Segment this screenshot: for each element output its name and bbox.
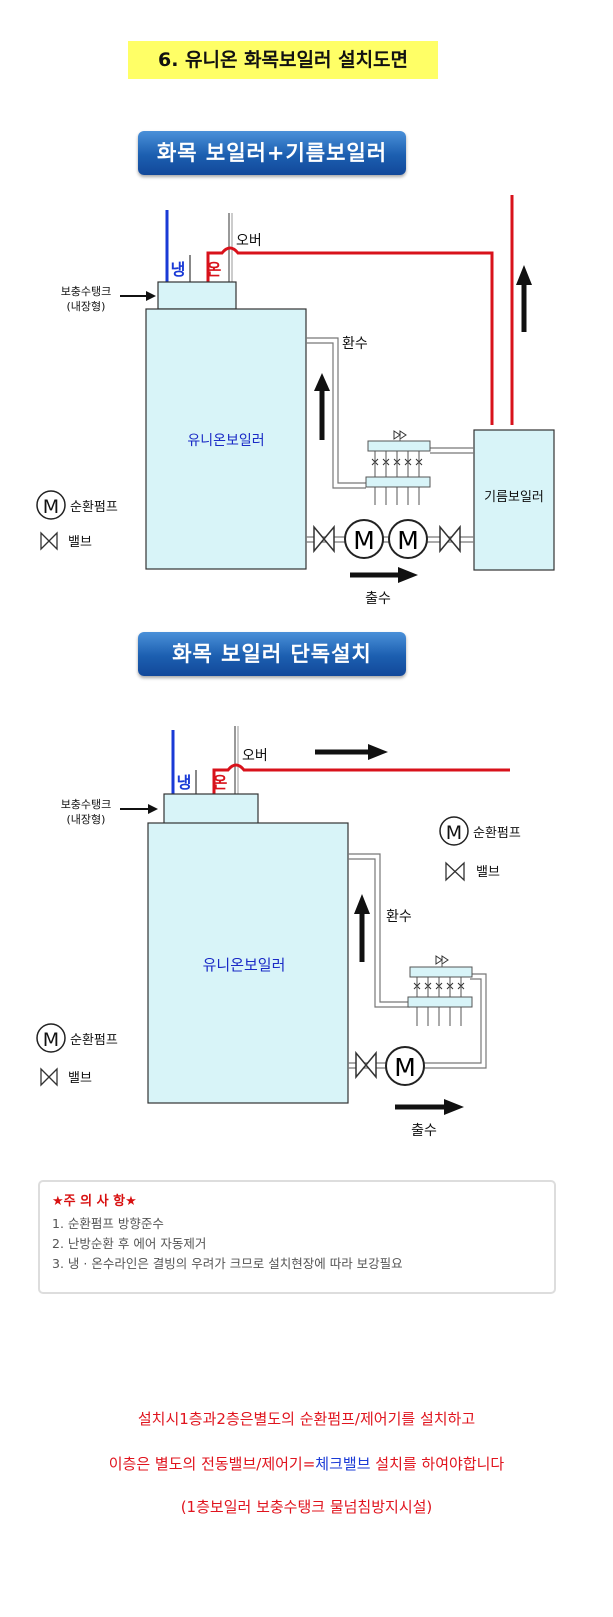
s2-cold-label: 냉 — [177, 773, 192, 792]
svg-text:순환펌프: 순환펌프 — [70, 1033, 118, 1048]
footer-check-valve: 체크밸브 — [315, 1455, 371, 1473]
section1-banner: 화목 보일러+기름보일러 — [138, 131, 406, 175]
s1-oil-boiler — [473, 429, 555, 571]
s2-hot-label: 온 — [213, 773, 228, 792]
svg-text:M: M — [394, 1053, 416, 1082]
s2-outflow-arrow — [395, 1099, 464, 1115]
s2-pump: M — [385, 1046, 425, 1086]
s2-boiler-label: 유니온보일러 — [203, 956, 286, 974]
svg-text:M: M — [353, 526, 375, 555]
s1-legend-valve: 밸브 — [40, 531, 92, 551]
s1-oil-up-arrow — [516, 265, 532, 332]
footer-line-2: 이층은 별도의 전동밸브/제어기=체크밸브 설치를 하여야합니다 — [0, 1453, 613, 1474]
s2-manifold — [407, 955, 473, 1026]
s2-legend-right-pump: M 순환펌프 — [439, 816, 521, 846]
s2-tank-label-sub: (내장형) — [67, 813, 106, 826]
s1-return-arrow — [314, 373, 330, 440]
s2-legend-left-valve: 밸브 — [40, 1067, 92, 1087]
s1-pump-1: M — [344, 519, 384, 559]
s1-outflow-label: 출수 — [365, 591, 391, 607]
s2-tank — [163, 793, 259, 825]
svg-text:M: M — [43, 496, 59, 518]
s2-return-pipe — [348, 853, 487, 1069]
s1-over-label: 오버 — [236, 233, 262, 249]
footer-line-1: 설치시1층과2층은별도의 순환펌프/제어기를 설치하고 — [137, 1410, 476, 1428]
s2-tank-label: 보충수탱크 — [61, 798, 112, 811]
s2-top-arrow — [315, 744, 388, 760]
svg-text:밸브: 밸브 — [476, 865, 500, 880]
notes-item: 3. 냉 · 온수라인은 결빙의 우려가 크므로 설치현장에 따라 보강필요 — [52, 1256, 403, 1271]
section1-diagram: M M 냉 온 오버 보충수탱크 (내장형) 환수 유니온보일러 기름보일러 출… — [36, 195, 555, 607]
s2-legend-right-valve: 밸브 — [445, 861, 500, 882]
s1-legend-pump: M 순환펌프 — [36, 490, 118, 520]
s1-valve-left — [313, 524, 335, 554]
svg-text:순환펌프: 순환펌프 — [473, 826, 521, 841]
s2-return-arrow — [354, 894, 370, 962]
s2-tank-pointer-arrow — [120, 804, 158, 814]
notes-item: 2. 난방순환 후 에어 자동제거 — [52, 1236, 207, 1251]
footer-line-2-part3: 설치를 하여야합니다 — [370, 1455, 505, 1473]
svg-text:밸브: 밸브 — [68, 535, 92, 550]
s1-boiler-label: 유니온보일러 — [187, 433, 264, 449]
s1-cold-label: 냉 — [171, 260, 186, 279]
s1-oil-boiler-label: 기름보일러 — [484, 490, 544, 505]
svg-text:M: M — [43, 1029, 59, 1051]
footer-line-3: (1층보일러 보충수탱크 물넘침방지시설) — [180, 1498, 433, 1516]
s2-boiler — [147, 822, 349, 1104]
notes-item: 1. 순환펌프 방향준수 — [52, 1216, 164, 1231]
s1-pump-2: M — [388, 519, 428, 559]
svg-text:M: M — [397, 526, 419, 555]
page-heading: 6. 유니온 화목보일러 설치도면 — [128, 41, 438, 79]
s2-outflow-label: 출수 — [411, 1123, 437, 1139]
s2-legend-left-pump: M 순환펌프 — [36, 1023, 118, 1053]
section2-diagram: M 냉 온 오버 보충수탱크 (내장형) 환수 유니온보일러 출수 M 순환펌프… — [36, 726, 521, 1139]
svg-text:순환펌프: 순환펌프 — [70, 500, 118, 515]
s1-hot-pipe — [206, 195, 514, 425]
s1-tank-label: 보충수탱크 — [61, 285, 112, 298]
notes-title: ★주 의 사 항★ — [52, 1194, 137, 1209]
s1-return-label: 환수 — [342, 336, 368, 352]
s1-outflow-arrow — [350, 567, 418, 583]
s2-vertical-pipe — [195, 726, 239, 796]
svg-text:밸브: 밸브 — [68, 1071, 92, 1086]
s2-hot-pipe — [212, 763, 510, 796]
s1-boiler — [145, 308, 307, 570]
s2-valve — [355, 1050, 377, 1080]
s2-return-label: 환수 — [386, 909, 412, 925]
svg-text:M: M — [446, 822, 462, 844]
notes-box: ★주 의 사 항★ 1. 순환펌프 방향준수 2. 난방순환 후 에어 자동제거… — [38, 1180, 556, 1294]
s1-hot-label: 온 — [207, 260, 222, 279]
s1-tank-label-sub: (내장형) — [67, 300, 106, 313]
section2-banner: 화목 보일러 단독설치 — [138, 632, 406, 676]
s2-over-label: 오버 — [242, 748, 268, 764]
s1-valve-right — [439, 524, 461, 554]
s1-return-pipe — [306, 337, 474, 489]
s1-manifold — [365, 430, 431, 505]
s1-tank — [157, 281, 237, 310]
s1-tank-pointer-arrow — [120, 291, 156, 301]
footer-line-2-part1: 이층은 별도의 전동밸브/제어기= — [108, 1455, 316, 1473]
